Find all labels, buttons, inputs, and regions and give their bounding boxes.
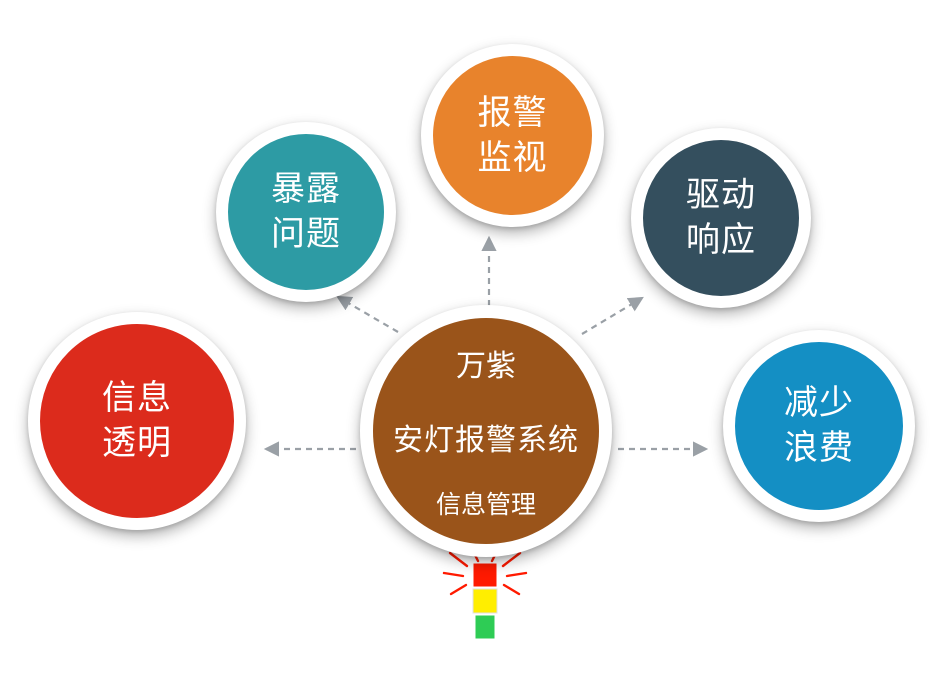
center-title-line1: 万紫 bbox=[456, 349, 516, 384]
node-expose-problems: 暴露 问题 bbox=[216, 122, 396, 302]
center-node-andon-system: 万紫 安灯报警系统 信息管理 bbox=[360, 305, 612, 557]
node-label-line: 监视 bbox=[477, 137, 548, 178]
andon-green-light bbox=[474, 614, 496, 640]
arrow-to-drive-response bbox=[581, 296, 644, 335]
arrow-to-expose-problems bbox=[336, 295, 399, 333]
node-label-line: 问题 bbox=[271, 214, 341, 254]
ray-right-down bbox=[502, 583, 521, 596]
ray-right bbox=[505, 571, 528, 578]
node-label-line: 信息 bbox=[102, 378, 172, 419]
andon-red-light bbox=[472, 562, 498, 588]
node-label-line: 浪费 bbox=[784, 428, 854, 468]
node-information-transparency: 信息 透明 bbox=[28, 312, 246, 530]
node-label-line: 驱动 bbox=[686, 175, 756, 216]
node-label-line: 报警 bbox=[477, 92, 548, 133]
node-drive-response: 驱动 响应 bbox=[631, 128, 811, 308]
ray-left-down bbox=[449, 583, 468, 596]
node-label-line: 透明 bbox=[102, 423, 172, 463]
node-label-line: 暴露 bbox=[271, 169, 341, 210]
andon-yellow-light bbox=[472, 588, 498, 614]
node-label-line: 减少 bbox=[784, 383, 854, 424]
andon-light-icon bbox=[442, 547, 528, 640]
node-label-line: 响应 bbox=[686, 220, 756, 260]
ray-left bbox=[442, 571, 465, 578]
node-alarm-monitoring: 报警 监视 bbox=[421, 44, 604, 227]
node-reduce-waste: 减少 浪费 bbox=[723, 330, 915, 522]
center-title-line3: 信息管理 bbox=[435, 490, 536, 519]
center-title-line2: 安灯报警系统 bbox=[393, 423, 579, 458]
